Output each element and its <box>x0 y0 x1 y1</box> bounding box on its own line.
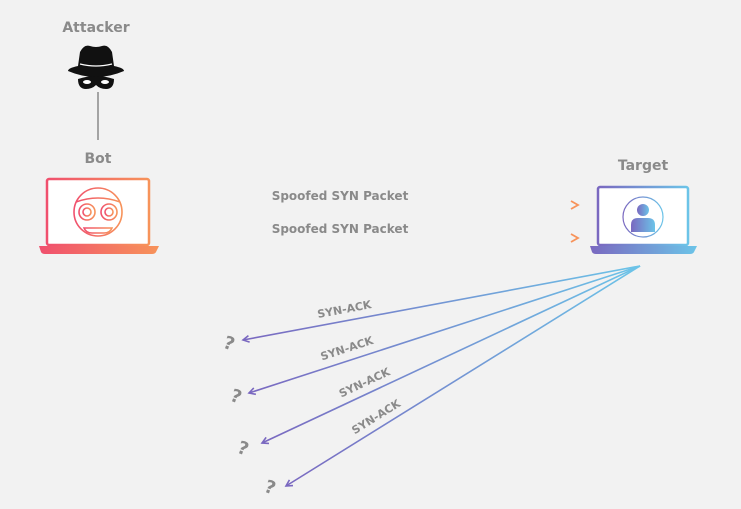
bot-label: Bot <box>85 151 112 167</box>
spy-hat-mask-icon <box>68 45 124 89</box>
syn-ack-arrow <box>284 265 641 487</box>
unknown-destination-icon: ? <box>227 385 244 408</box>
syn-arrow <box>150 200 580 210</box>
attacker-label: Attacker <box>62 20 129 36</box>
syn-arrow <box>150 233 580 243</box>
syn-packet-label: Spoofed SYN Packet <box>272 189 409 203</box>
robot-face-icon <box>73 187 123 237</box>
syn-ack-label: SYN-ACK <box>349 397 403 437</box>
user-icon <box>622 196 664 238</box>
syn-ack-arrow <box>241 265 641 343</box>
unknown-destination-icon: ? <box>261 476 278 499</box>
target-laptop <box>590 185 697 254</box>
unknown-destination-icon: ? <box>220 332 237 355</box>
syn-packet-label: Spoofed SYN Packet <box>272 222 409 236</box>
syn-ack-label: SYN-ACK <box>319 334 376 363</box>
unknown-destination-icon: ? <box>234 437 251 460</box>
syn-ack-arrow <box>247 265 641 396</box>
syn-ack-arrow <box>260 265 641 445</box>
target-label: Target <box>618 158 669 174</box>
bot-laptop <box>39 177 159 254</box>
